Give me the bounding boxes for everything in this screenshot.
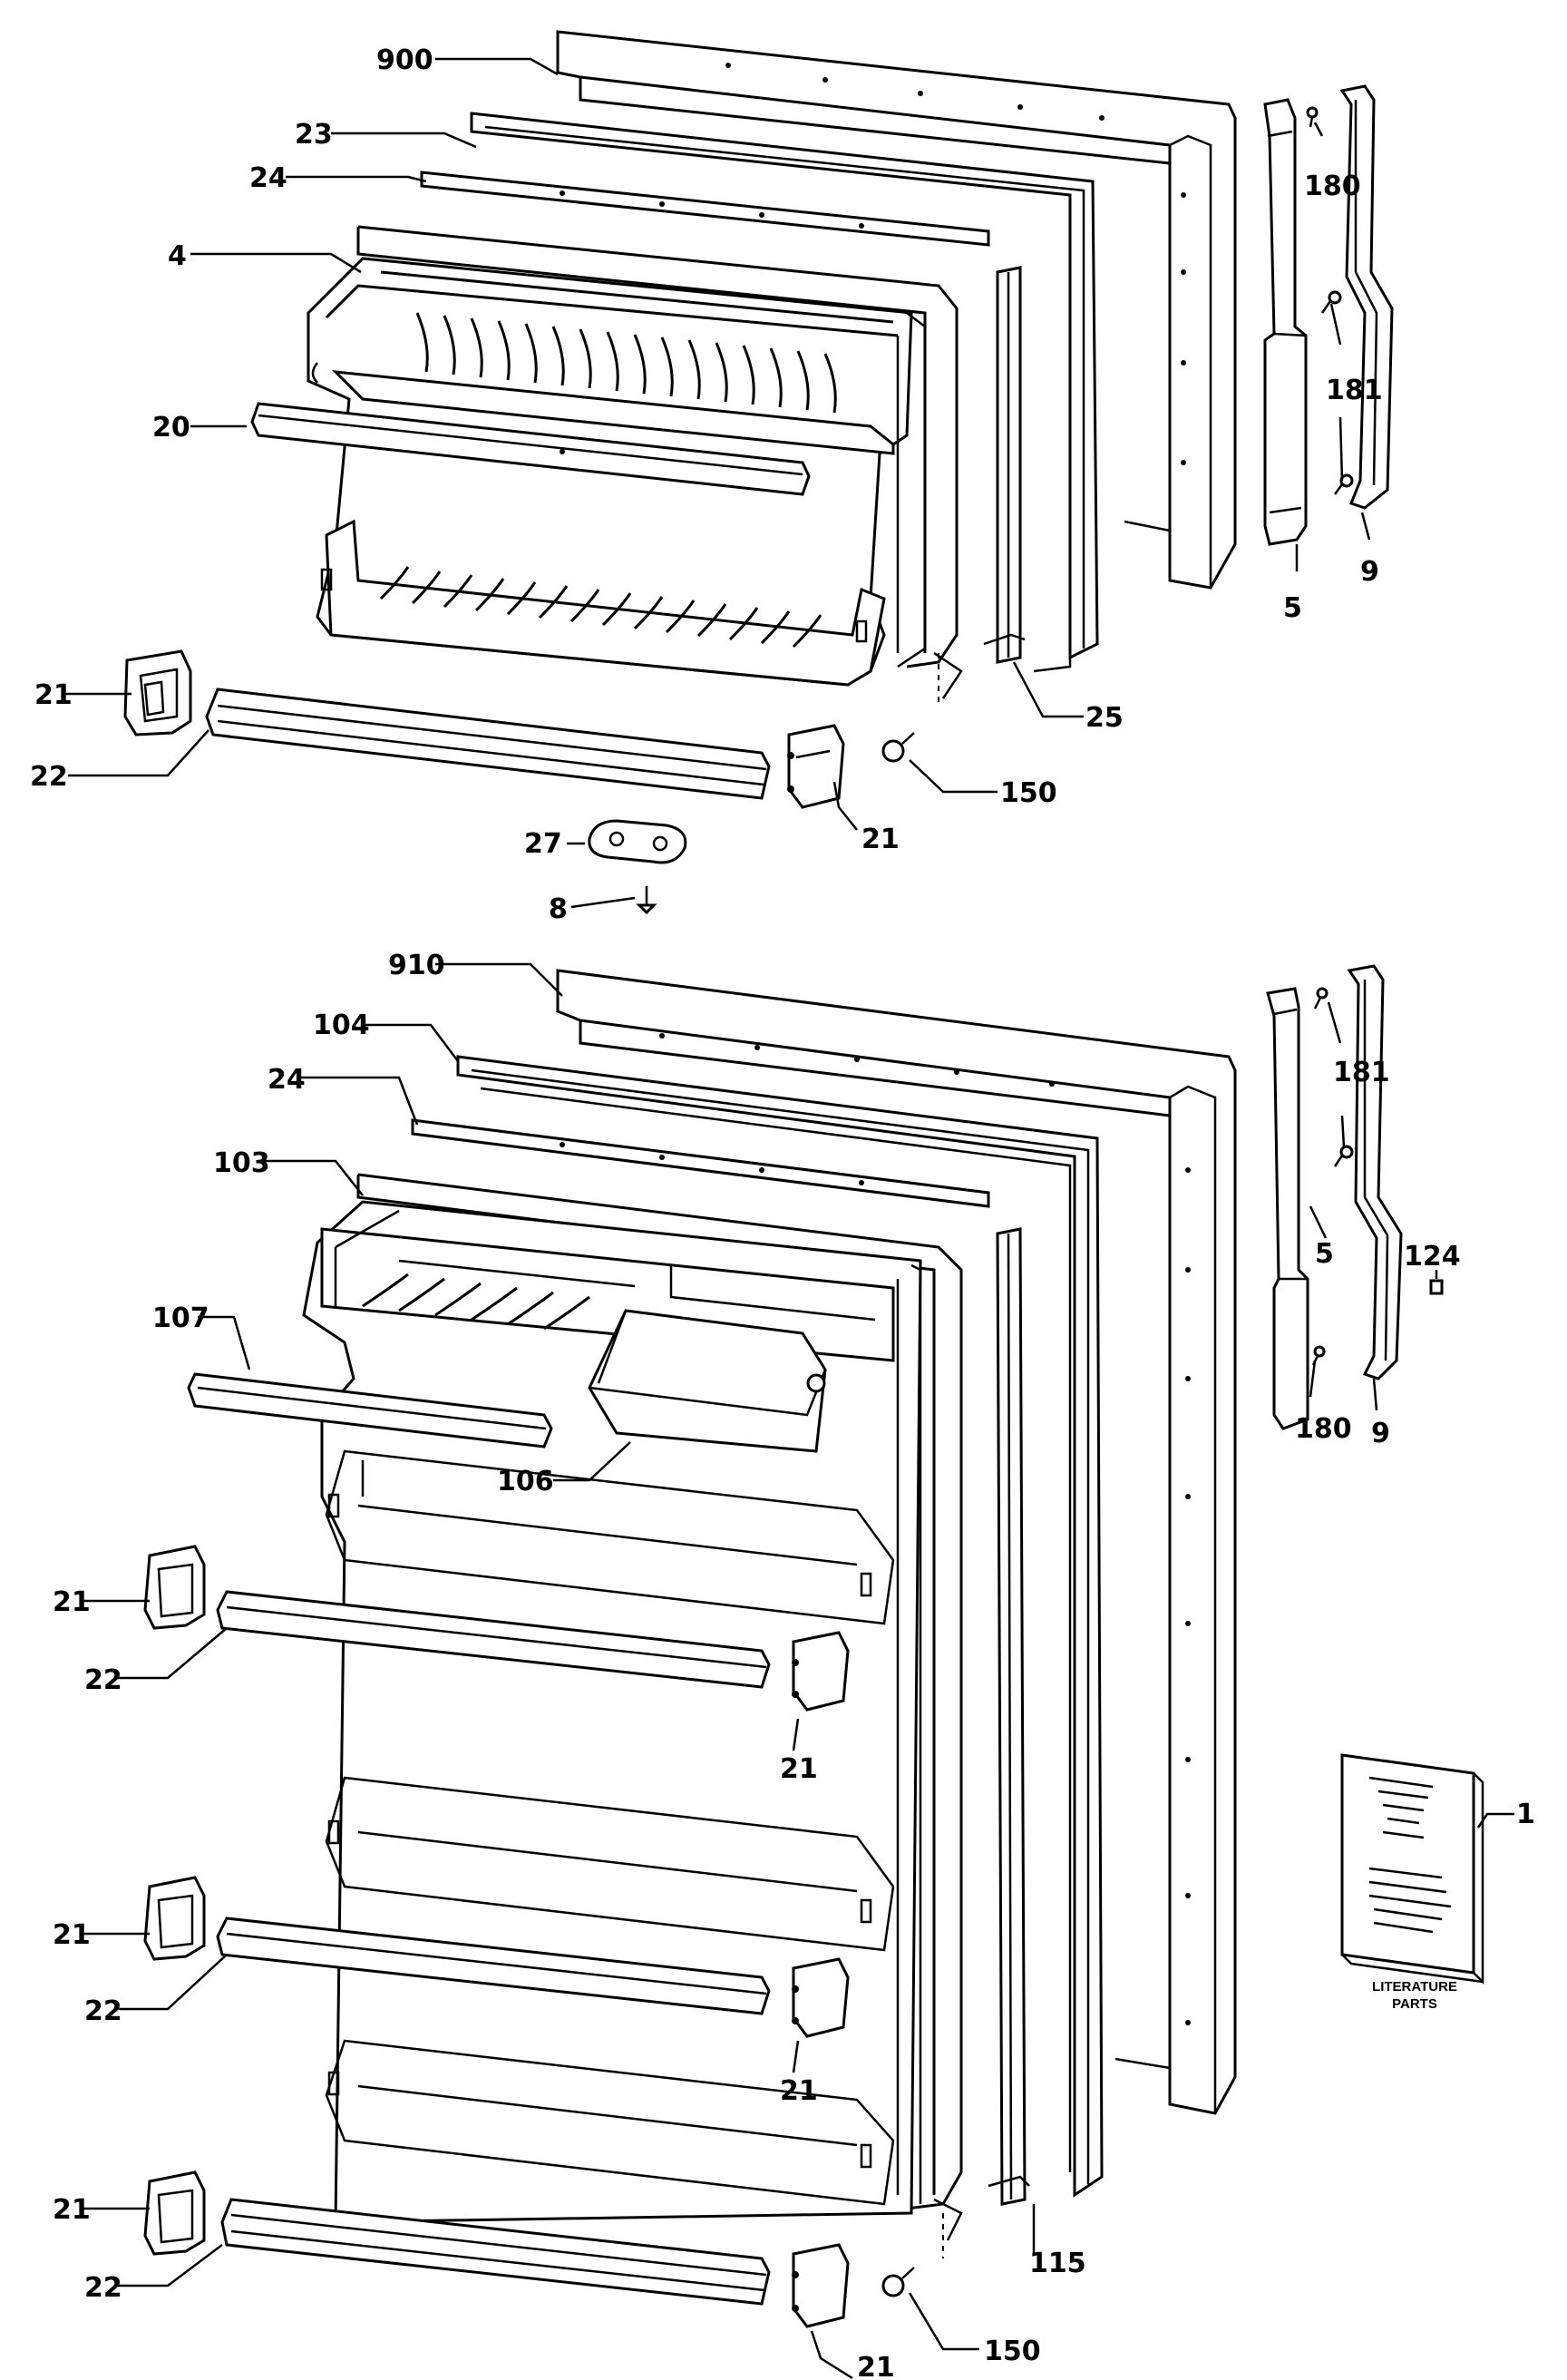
lower-bar-end-1-right	[792, 1631, 850, 1712]
lower-bar-end-2-right	[792, 1957, 850, 2038]
dairy-shelf-ribs	[362, 1273, 590, 1331]
callout-lower-handle-plug: 124	[1404, 1241, 1461, 1273]
literature-booklet: LITERATURE PARTS	[1340, 1753, 1484, 2012]
callout-upper-hinge-screw: 150	[1000, 777, 1057, 809]
callout-lower-trim: 115	[1029, 2248, 1086, 2279]
callout-lower-bar-end-2-right: 21	[780, 2075, 818, 2107]
callout-lower-handle-bracket: 5	[1315, 1238, 1334, 1270]
upper-hinge-screw	[881, 651, 963, 763]
callout-upper-gasket: 23	[295, 119, 333, 151]
leader-lines	[63, 57, 1514, 2380]
callout-upper-stop: 27	[524, 828, 562, 860]
lower-dairy-door	[588, 1309, 827, 1453]
lower-bar-3	[220, 2198, 771, 2306]
lower-handle-mount-screws	[1311, 987, 1354, 1366]
lower-bar-1	[216, 1590, 771, 1689]
upper-bar-end-left	[123, 649, 192, 736]
callout-lower-bar-end-1-right: 21	[780, 1753, 818, 1785]
callout-upper-handle-mount-screw-b: 181	[1326, 375, 1383, 406]
callout-upper-insulation-strip: 24	[249, 162, 287, 194]
callout-upper-shelf-bar: 20	[152, 412, 190, 444]
lower-trim	[988, 1227, 1030, 2206]
callout-lower-hinge-screw: 150	[984, 2336, 1041, 2367]
lower-bar-end-1-left	[143, 1545, 206, 1630]
upper-stop-screw	[636, 886, 657, 915]
callout-upper-door-frame: 900	[376, 44, 433, 76]
lower-handle-bracket	[1266, 987, 1309, 1430]
callout-lower-bar-end-2-left: 21	[53, 1919, 91, 1951]
callout-lower-bar-2: 22	[84, 1995, 122, 2027]
callout-lower-bar-end-1-left: 21	[53, 1586, 91, 1618]
lower-insulation-strip	[411, 1118, 990, 1208]
lower-handle-plug	[1429, 1279, 1444, 1295]
callout-lower-handle: 9	[1371, 1418, 1390, 1449]
upper-insulation-strip	[420, 171, 990, 247]
upper-gasket	[470, 112, 1099, 673]
callout-labels: 900 23 24 4 20 21 22 21 150 25 27 8 180 …	[30, 44, 1535, 2380]
lower-hinge-screw	[881, 2198, 963, 2297]
callout-upper-stop-screw: 8	[549, 893, 568, 925]
callout-lower-door-frame: 910	[388, 950, 445, 981]
lower-handle	[1347, 964, 1403, 1380]
lower-bar-end-3-right	[792, 2243, 850, 2328]
literature-label-line-1: LITERATURE	[1372, 1979, 1457, 1995]
callout-literature: 1	[1516, 1799, 1535, 1830]
lower-bar-2	[216, 1917, 771, 2015]
callout-lower-bar-end-3-right: 21	[857, 2352, 895, 2380]
callout-lower-insulation-strip: 24	[268, 1064, 306, 1096]
upper-shelf-bar	[250, 402, 811, 496]
lower-door-assembly: LITERATURE PARTS	[143, 964, 1484, 2328]
upper-door-frame	[556, 30, 1237, 590]
callout-upper-handle-bracket: 5	[1283, 592, 1302, 624]
callout-upper-bar-end-right: 21	[861, 824, 900, 855]
callout-lower-gasket: 104	[313, 1010, 370, 1041]
callout-upper-bar: 22	[30, 761, 68, 793]
callout-upper-handle: 9	[1360, 556, 1379, 588]
upper-handle	[1339, 84, 1394, 510]
lower-shelf-ribs	[379, 566, 822, 649]
upper-bar	[205, 688, 771, 800]
upper-handle-bracket	[1263, 98, 1308, 546]
callout-lower-bar-3: 22	[84, 2272, 122, 2304]
upper-shelf-ribs	[415, 312, 837, 414]
lower-gasket	[456, 1055, 1104, 2198]
callout-upper-handle-mount-screw-a: 180	[1304, 171, 1361, 202]
literature-label-line-2: PARTS	[1392, 1996, 1437, 2012]
callout-lower-bar-1: 22	[84, 1664, 122, 1696]
callout-lower-handle-screw-a: 181	[1333, 1057, 1390, 1088]
callout-lower-handle-screw-b: 180	[1295, 1413, 1352, 1445]
lower-dairy-bar	[187, 1372, 553, 1448]
upper-stop	[588, 819, 687, 864]
upper-trim	[983, 266, 1026, 664]
upper-handle-mount-screws	[1306, 106, 1354, 495]
callout-upper-trim: 25	[1085, 702, 1124, 734]
lower-bar-end-3-left	[143, 2170, 206, 2256]
callout-lower-dairy-door: 106	[497, 1466, 554, 1497]
lower-door-frame	[556, 969, 1237, 2115]
upper-bar-end-right	[787, 724, 845, 809]
callout-lower-bar-end-3-left: 21	[53, 2194, 91, 2226]
callout-upper-bar-end-left: 21	[34, 679, 73, 711]
callout-upper-door-liner: 4	[168, 240, 187, 272]
lower-bar-end-2-left	[143, 1876, 206, 1961]
upper-door-assembly	[123, 30, 1394, 915]
callout-lower-dairy-bar: 107	[152, 1302, 209, 1334]
callout-lower-door-liner: 103	[213, 1147, 270, 1179]
